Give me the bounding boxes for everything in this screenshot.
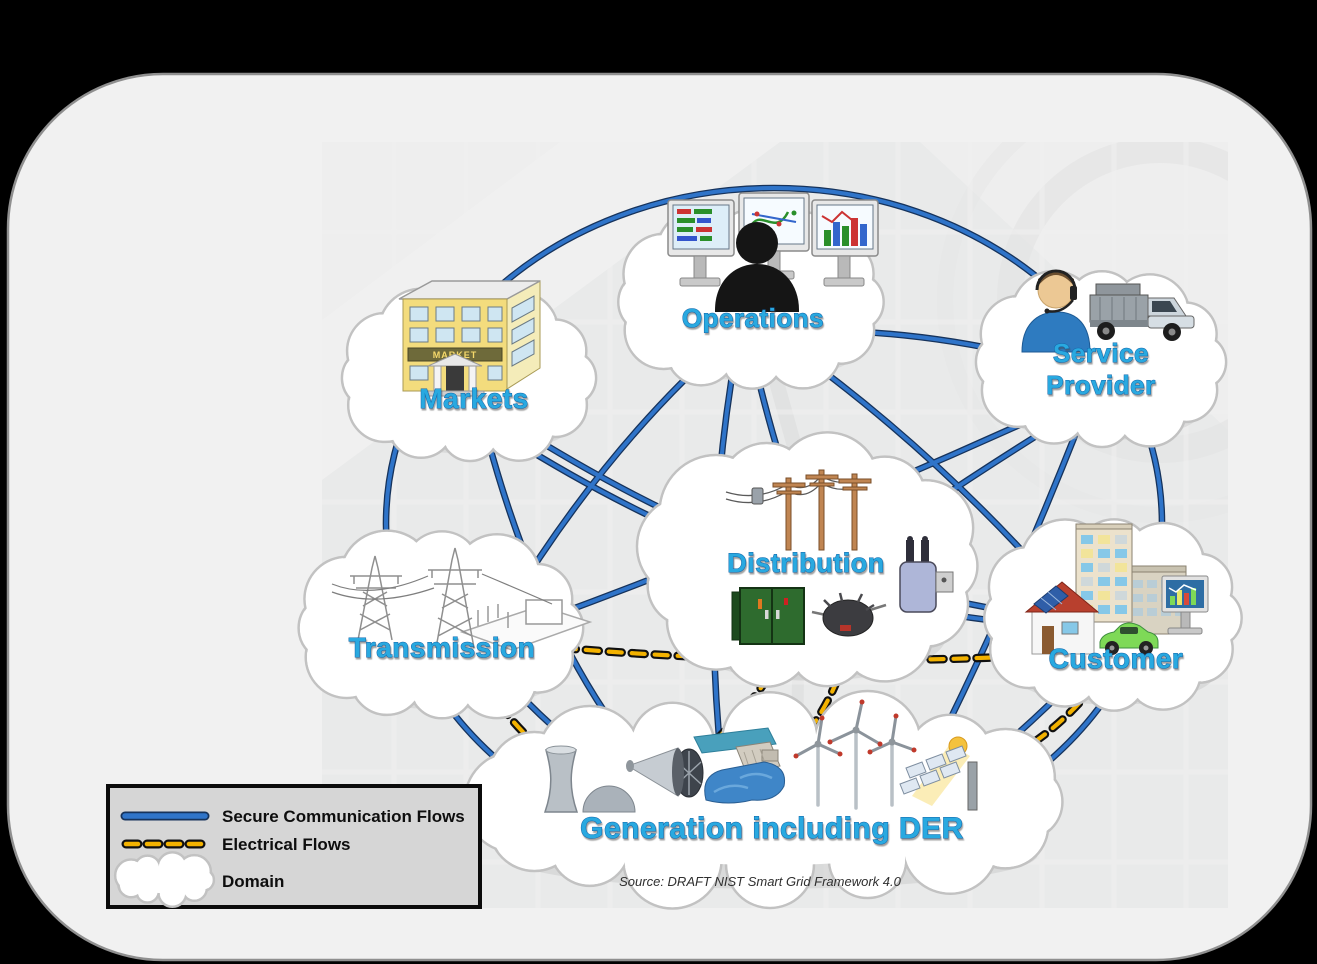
legend-label-electrical-flows: Electrical Flows [222, 835, 351, 854]
customer-label: Customer [1049, 643, 1184, 674]
switchgear-cabinet-icon [731, 587, 805, 645]
highrise-building-icon [1075, 523, 1133, 623]
hydro-dam-icon [693, 727, 786, 804]
operations-control-room-icon [667, 192, 879, 312]
generation-label: Generation including DER [580, 812, 964, 845]
transmission-towers-icon [331, 547, 593, 651]
distribution-equipment-icon [725, 469, 954, 645]
operator-silhouette-icon [715, 222, 799, 312]
legend: Secure Communication Flows Electrical Fl… [106, 784, 482, 909]
utility-truck-icon [1089, 283, 1195, 341]
recloser-icon [899, 536, 954, 613]
solar-array-icon [899, 736, 978, 811]
markets-label: Markets [419, 383, 528, 414]
legend-domain-cloud-sample [113, 851, 216, 909]
energy-display-icon [1161, 575, 1209, 635]
utility-poles [772, 469, 872, 551]
service-provider-icon [1021, 269, 1195, 353]
pad-transformer-icon [811, 592, 887, 637]
generation-sources-icon [543, 699, 978, 813]
service-provider-label-line2: Provider [1046, 370, 1156, 400]
transmission-label: Transmission [349, 632, 536, 663]
customer-premises-icon [1024, 523, 1209, 655]
distribution-label: Distribution [727, 548, 884, 578]
operations-label: Operations [682, 303, 824, 333]
legend-label-domain: Domain [222, 872, 284, 891]
markets-building-icon: MARKET [398, 280, 541, 397]
monitor-icon [667, 199, 735, 287]
service-provider-label-line1: Service [1053, 338, 1149, 368]
pole-transformer-can [751, 487, 764, 505]
wind-turbines-icon [793, 699, 917, 810]
nuclear-cooling-tower-icon [543, 745, 636, 813]
source-note: Source: DRAFT NIST Smart Grid Framework … [619, 874, 901, 889]
monitor-icon [811, 199, 879, 287]
electric-car-icon [1099, 622, 1159, 655]
solar-house-icon [1024, 581, 1100, 655]
turbine-icon [626, 747, 704, 798]
legend-label-secure-communication: Secure Communication Flows [222, 807, 465, 826]
support-agent-icon [1021, 269, 1091, 353]
